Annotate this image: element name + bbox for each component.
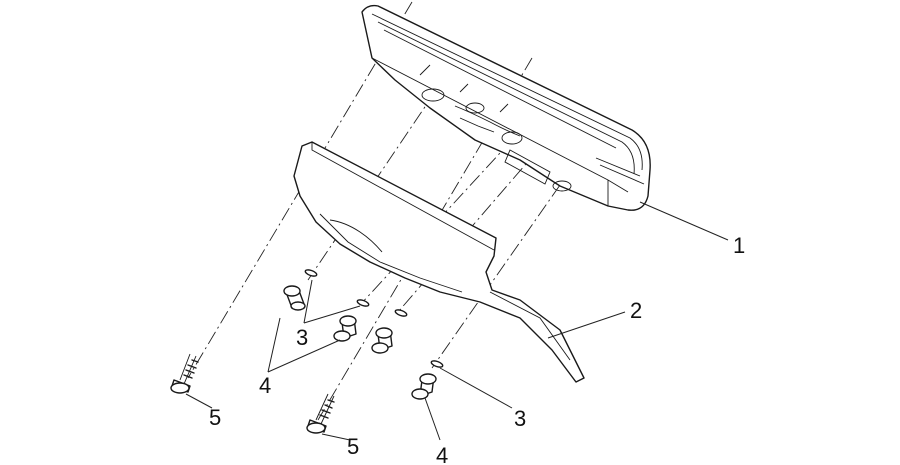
screw <box>306 393 335 434</box>
screw <box>170 353 199 394</box>
callout-3-right: 3 <box>514 406 526 431</box>
washer <box>304 269 318 277</box>
spacer <box>411 373 437 400</box>
callout-2: 2 <box>630 298 642 323</box>
callout-4-bottom: 4 <box>436 443 448 465</box>
washer <box>430 360 444 368</box>
leader-lines <box>185 201 729 441</box>
callout-1: 1 <box>733 233 745 258</box>
spacer <box>333 315 357 342</box>
washer-group <box>304 269 444 368</box>
mounting-bracket <box>293 141 585 383</box>
washer <box>394 309 408 317</box>
callouts: 1 2 3 3 4 4 5 5 <box>209 233 745 465</box>
instrument-cluster <box>361 4 651 211</box>
callout-4-left: 4 <box>259 373 271 398</box>
callout-5-left: 5 <box>209 405 221 430</box>
washer <box>356 299 370 307</box>
screw-group <box>170 353 335 434</box>
callout-5-right: 5 <box>347 434 359 459</box>
spacer <box>283 285 306 311</box>
spacer <box>371 327 393 354</box>
spacer-group <box>283 285 437 400</box>
callout-3-left: 3 <box>296 325 308 350</box>
